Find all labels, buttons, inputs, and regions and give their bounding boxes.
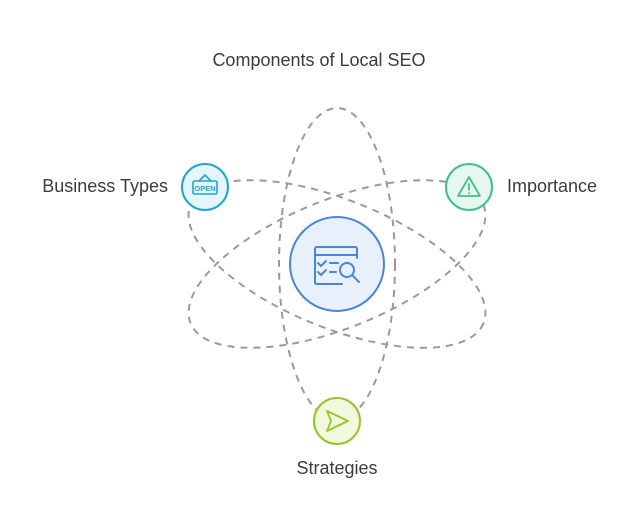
- open-sign-icon: [192, 174, 218, 195]
- importance-label: Importance: [507, 176, 598, 196]
- diagram-title: Components of Local SEO: [212, 50, 426, 70]
- center-node: [289, 216, 385, 312]
- send-icon: [326, 410, 349, 432]
- warning-icon: [457, 176, 481, 197]
- importance-node: [445, 163, 493, 211]
- web-search-icon: [314, 246, 360, 285]
- business-types-label: Business Types: [42, 176, 168, 196]
- strategies-node: [313, 397, 361, 445]
- business-types-node: OPEN: [181, 163, 229, 211]
- strategies-label: Strategies: [296, 458, 378, 478]
- svg-text:OPEN: OPEN: [194, 184, 215, 193]
- orbit-vertical: [278, 107, 396, 421]
